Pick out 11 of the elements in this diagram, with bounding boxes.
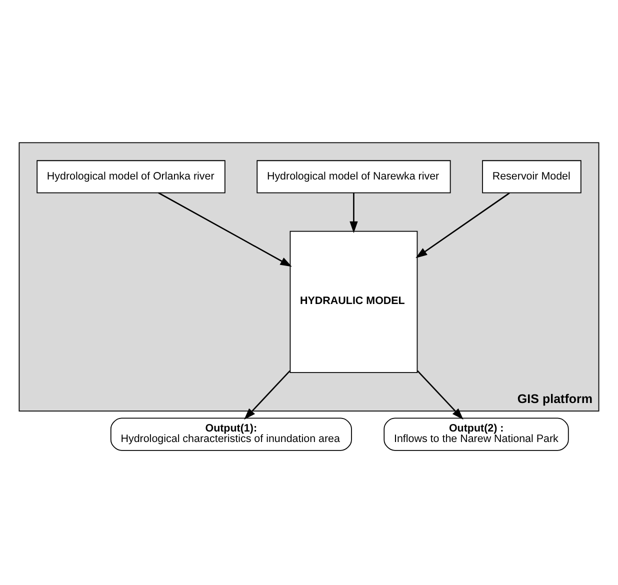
arrow (244, 370, 290, 420)
node-box: Output(2) : Inflows to the Narew National Park (384, 417, 569, 450)
node-box: HYDRAULIC MODEL (290, 230, 418, 373)
arrow (417, 370, 464, 420)
node-box: Output(1): Hydrological characteristics of inundation area (110, 417, 352, 450)
arrow (350, 192, 358, 233)
arrow (416, 192, 510, 258)
arrow (158, 192, 292, 266)
node-box: Hydrological model of Narewka river (256, 160, 451, 193)
node-box: Reservoir Model (482, 160, 582, 193)
node-box: Hydrological model of Orlanka river (36, 160, 226, 193)
